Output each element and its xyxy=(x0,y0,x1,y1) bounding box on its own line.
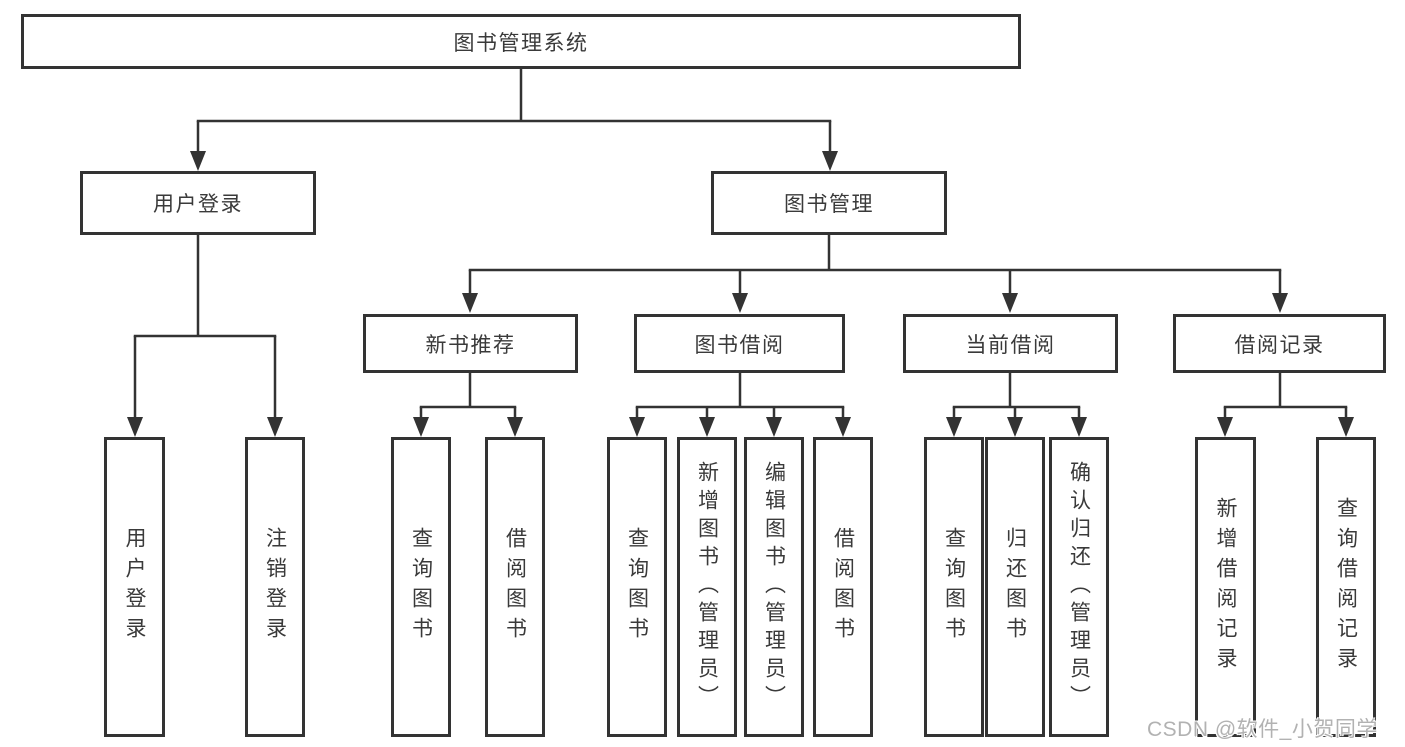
node-root-label: 图书管理系统 xyxy=(453,31,589,55)
node-borrowing-records: 借阅记录 xyxy=(1173,314,1386,373)
node-current-borrowing-label: 当前借阅 xyxy=(965,333,1056,357)
leaf-query-borrow-record: 查询借阅记录 xyxy=(1316,437,1376,737)
leaf-return-book-label: 归还图书 xyxy=(1003,527,1027,647)
node-book-borrowing: 图书借阅 xyxy=(634,314,845,373)
node-new-book-recommend: 新书推荐 xyxy=(363,314,578,373)
leaf-edit-book-admin: 编辑图书（管理员） xyxy=(744,437,804,737)
node-user-login: 用户登录 xyxy=(80,171,316,235)
leaf-borrow-books-borrow-label: 借阅图书 xyxy=(831,527,855,647)
leaf-add-borrow-record-label: 新增借阅记录 xyxy=(1214,497,1237,677)
leaf-query-borrow-record-label: 查询借阅记录 xyxy=(1334,497,1358,677)
leaf-query-books-recommend: 查询图书 xyxy=(391,437,451,737)
leaf-return-book: 归还图书 xyxy=(985,437,1045,737)
leaf-query-books-borrow-label: 查询图书 xyxy=(625,527,649,647)
leaf-confirm-return-admin: 确认归还（管理员） xyxy=(1049,437,1109,737)
node-new-book-recommend-label: 新书推荐 xyxy=(425,333,516,357)
node-root: 图书管理系统 xyxy=(21,14,1021,69)
leaf-query-books-current: 查询图书 xyxy=(924,437,984,737)
leaf-user-login-label: 用户登录 xyxy=(123,527,146,647)
leaf-confirm-return-admin-label: 确认归还（管理员） xyxy=(1067,461,1091,713)
leaf-add-borrow-record: 新增借阅记录 xyxy=(1195,437,1256,737)
node-book-management: 图书管理 xyxy=(711,171,947,235)
leaf-borrow-books-recommend-label: 借阅图书 xyxy=(503,527,527,647)
leaf-query-books-borrow: 查询图书 xyxy=(607,437,667,737)
leaf-logout: 注销登录 xyxy=(245,437,305,737)
leaf-user-login: 用户登录 xyxy=(104,437,165,737)
leaf-logout-label: 注销登录 xyxy=(263,527,287,647)
leaf-query-books-recommend-label: 查询图书 xyxy=(409,527,433,647)
watermark: CSDN @软件_小贺同学 xyxy=(1147,718,1378,741)
node-borrowing-records-label: 借阅记录 xyxy=(1234,333,1325,357)
leaf-query-books-current-label: 查询图书 xyxy=(942,527,966,647)
leaf-borrow-books-borrow: 借阅图书 xyxy=(813,437,873,737)
leaf-edit-book-admin-label: 编辑图书（管理员） xyxy=(762,461,786,713)
node-book-borrowing-label: 图书借阅 xyxy=(694,333,785,357)
node-user-login-label: 用户登录 xyxy=(153,193,243,216)
node-book-management-label: 图书管理 xyxy=(784,193,874,216)
leaf-borrow-books-recommend: 借阅图书 xyxy=(485,437,545,737)
node-current-borrowing: 当前借阅 xyxy=(903,314,1118,373)
leaf-add-book-admin: 新增图书（管理员） xyxy=(677,437,737,737)
leaf-add-book-admin-label: 新增图书（管理员） xyxy=(695,461,719,713)
